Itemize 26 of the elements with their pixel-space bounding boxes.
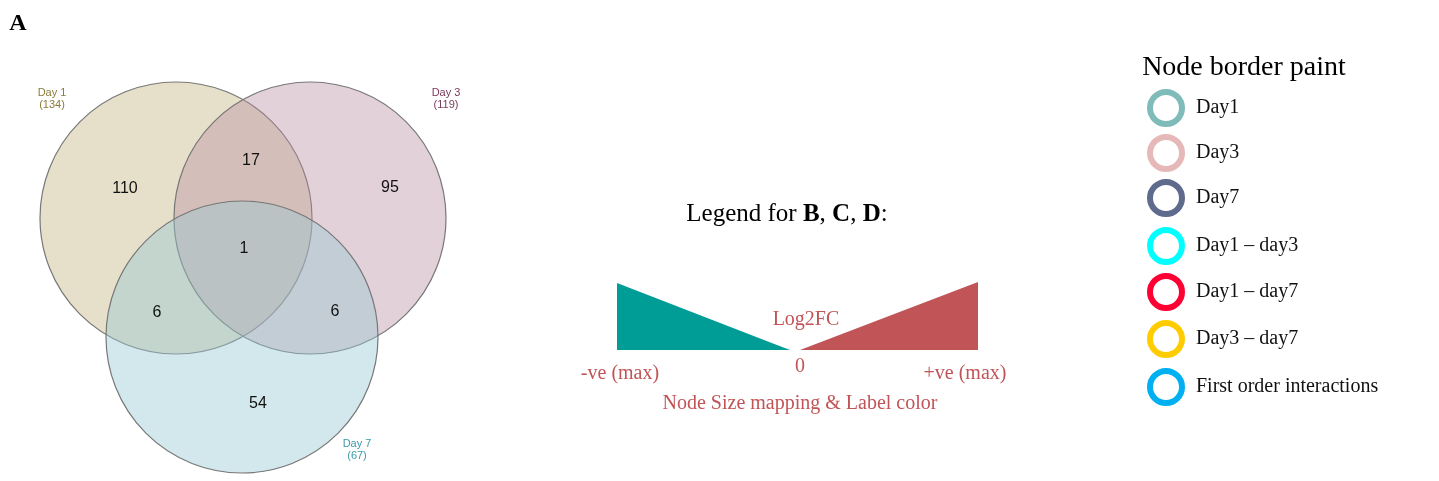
region-count: 1 [239,239,249,257]
scale-label: +ve (max) [923,360,1007,384]
legend-text: Day7 [1196,185,1240,208]
venn-circle [105,200,379,474]
panel-letter: A [9,8,27,36]
region-count: 95 [381,178,399,196]
region-count: 6 [152,303,162,321]
region-count: 54 [249,394,267,412]
scale-label: Log2FC [772,306,840,330]
scale-label: 0 [795,353,805,377]
legend-heading: Legend for B, C, D: [686,199,888,227]
region-count: 110 [112,179,138,197]
legend-text: Day3 – day7 [1196,326,1299,349]
legend-text: Day1 [1196,95,1240,118]
legend-text: Day3 [1196,140,1240,163]
legend-text: Day1 – day3 [1196,233,1299,256]
legend-title: Node border paint [1142,50,1346,82]
set-label: Day 1 (134) [32,86,72,110]
region-count: 6 [330,302,340,320]
scale-label: -ve (max) [580,360,660,384]
legend-text: First order interactions [1196,374,1379,397]
set-label: Day 7 (67) [337,437,377,461]
legend-text: Day1 – day7 [1196,279,1299,302]
set-label: Day 3 (119) [426,86,466,110]
scale-caption: Node Size mapping & Label color [662,390,938,414]
region-count: 17 [242,151,260,169]
